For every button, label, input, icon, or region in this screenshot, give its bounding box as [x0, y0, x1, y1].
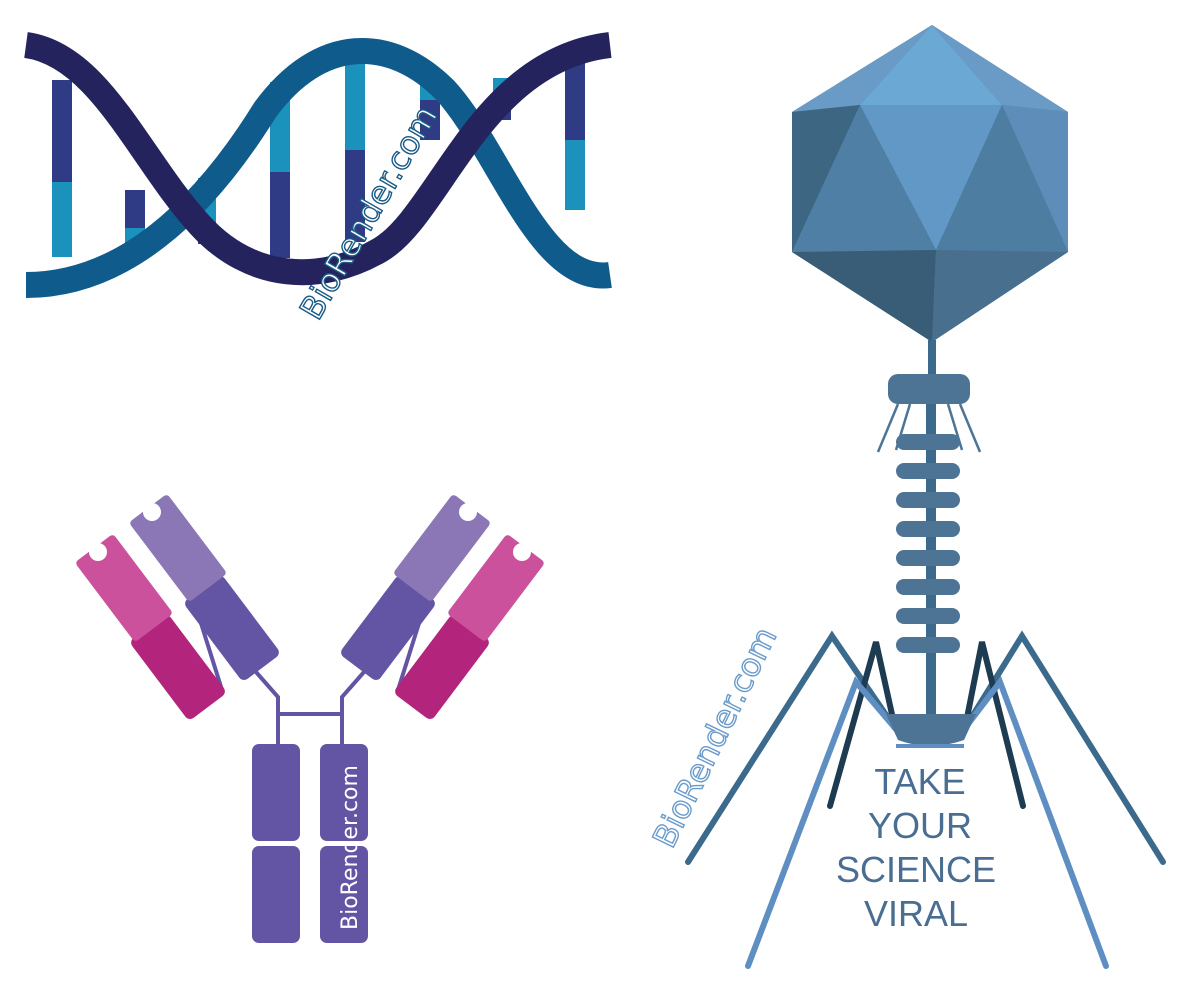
antibody-heavy-chain-left-lower: [252, 846, 300, 943]
dna-helix-icon: BioRender.com: [23, 32, 612, 327]
phage-capsid: [792, 25, 1068, 342]
antibody-right-light-constant: [395, 615, 489, 719]
antibody-watermark: BioRender.com: [338, 765, 363, 930]
antibody-right-heavy-constant: [341, 576, 435, 680]
slogan-line-3: SCIENCE: [836, 849, 996, 890]
phage-neck: [928, 340, 936, 376]
antibody-heavy-chain-right-lower: [320, 846, 368, 943]
antibody-left-heavy-constant: [185, 576, 279, 680]
antibody-right-heavy-variable: [394, 495, 490, 601]
phage-baseplate: [886, 714, 976, 746]
phage-slogan: TAKE YOUR SCIENCE VIRAL: [836, 761, 996, 934]
phage-tail-fibers: [685, 630, 1166, 969]
antibody-left-light-constant: [131, 615, 225, 719]
antibody-right-arm: [341, 495, 544, 719]
phage-tail-sheath: [896, 434, 960, 653]
antibody-left-heavy-variable: [130, 495, 226, 601]
antibody-hinge: [198, 619, 422, 744]
phage-collar: [888, 374, 970, 404]
dna-strand-dark: [23, 32, 612, 286]
antibody-icon: BioRender.com: [76, 495, 544, 943]
slogan-line-1: TAKE: [874, 761, 965, 802]
slogan-line-4: VIRAL: [864, 893, 968, 934]
antibody-heavy-chain-right-upper: [320, 744, 368, 841]
dna-strand-blue: [25, 38, 612, 298]
slogan-line-2: YOUR: [868, 805, 972, 846]
antibody-left-light-variable: [76, 535, 172, 641]
antibody-left-arm: [76, 495, 279, 719]
bacteriophage-icon: TAKE YOUR SCIENCE VIRAL BioRender.com: [644, 25, 1166, 969]
antibody-right-light-variable: [448, 535, 544, 641]
antibody-heavy-chain-left-upper: [252, 744, 300, 841]
